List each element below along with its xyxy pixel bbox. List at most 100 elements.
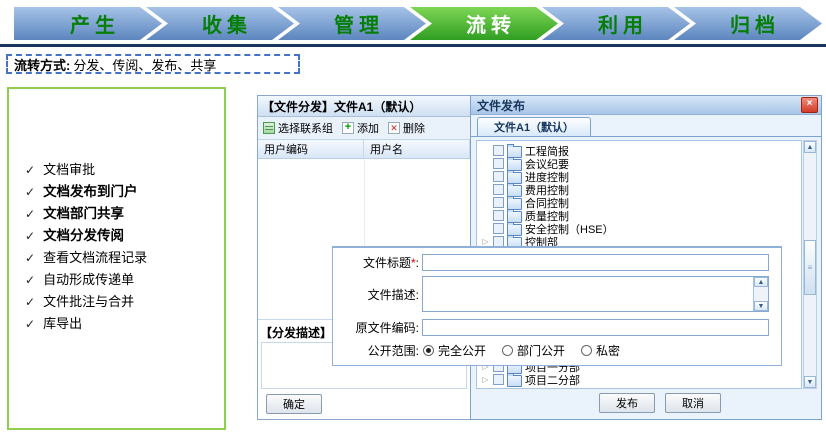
feature-text: 文档部门共享 bbox=[43, 206, 125, 221]
radio-selected-icon[interactable] bbox=[423, 345, 434, 356]
expand-icon[interactable]: ▷ bbox=[482, 237, 489, 246]
publish-button[interactable]: 发布 bbox=[599, 393, 655, 413]
flow-underline bbox=[0, 44, 826, 47]
close-icon[interactable]: × bbox=[801, 97, 818, 113]
checkbox[interactable] bbox=[493, 184, 504, 195]
feature-panel: ✓文档审批✓文档发布到门户✓文档部门共享✓文档分发传阅✓查看文档流程记录✓自动形… bbox=[7, 87, 226, 430]
select-contact-group-button[interactable]: 选择联系组 bbox=[261, 119, 335, 137]
distribute-toolbar: 选择联系组 添加 删除 bbox=[258, 117, 470, 140]
checkbox[interactable] bbox=[493, 223, 504, 234]
folder-icon bbox=[507, 143, 522, 158]
file-description-wrap: ▲ ▼ bbox=[422, 276, 769, 312]
checkbox[interactable] bbox=[493, 145, 504, 156]
checkbox[interactable] bbox=[493, 210, 504, 221]
tree-item-label: 项目二分部 bbox=[525, 374, 580, 387]
original-code-label: 原文件编码: bbox=[355, 321, 419, 335]
scope-option[interactable]: 部门公开 bbox=[502, 342, 565, 359]
check-icon: ✓ bbox=[25, 207, 36, 221]
process-stage-5: 利用 bbox=[542, 7, 690, 40]
feature-item: ✓查看文档流程记录 bbox=[25, 247, 220, 269]
check-icon: ✓ bbox=[25, 163, 36, 177]
scroll-down-icon[interactable]: ▼ bbox=[754, 301, 768, 311]
original-code-row: 原文件编码: bbox=[333, 319, 769, 336]
file-title-input[interactable] bbox=[422, 254, 769, 271]
confirm-button[interactable]: 确定 bbox=[266, 394, 322, 414]
scope-option-label: 部门公开 bbox=[517, 344, 566, 358]
check-icon: ✓ bbox=[25, 273, 36, 287]
tree-scrollbar[interactable]: ▲ ≡ ▼ bbox=[803, 140, 817, 389]
tree-item[interactable]: 质量控制 bbox=[477, 208, 801, 223]
folder-icon bbox=[507, 372, 522, 387]
tree-item-label: 进度控制 bbox=[525, 171, 569, 184]
column-user-name: 用户名 bbox=[364, 140, 470, 158]
tree-item[interactable]: 会议纪要 bbox=[477, 156, 801, 171]
delete-button[interactable]: 删除 bbox=[386, 119, 427, 137]
file-description-input[interactable] bbox=[423, 277, 753, 311]
scope-option-label: 私密 bbox=[596, 344, 621, 358]
tree-item-label: 会议纪要 bbox=[525, 158, 569, 171]
tree-item-label: 工程简报 bbox=[525, 145, 569, 158]
toolbar-button-label: 删除 bbox=[403, 123, 425, 135]
feature-item: ✓ 自动形成传递单 bbox=[25, 269, 220, 291]
feature-text: 自动形成传递单 bbox=[43, 272, 135, 287]
expand-icon[interactable]: ▷ bbox=[482, 375, 489, 384]
feature-item: ✓ 文档发布到门户 bbox=[25, 181, 220, 203]
cancel-button[interactable]: 取消 bbox=[665, 393, 721, 413]
feature-item: ✓文件批注与合并 bbox=[25, 291, 220, 313]
tree-item[interactable]: ▷控制部 bbox=[477, 234, 801, 249]
feature-text: 查看文档流程记录 bbox=[43, 250, 148, 265]
tree-item[interactable]: 合同控制 bbox=[477, 195, 801, 210]
checkbox[interactable] bbox=[493, 374, 504, 385]
original-code-input[interactable] bbox=[422, 319, 769, 336]
scroll-down-icon[interactable]: ▼ bbox=[804, 376, 816, 388]
file-title-row: 文件标题*: bbox=[333, 254, 769, 271]
toolbar-button-label: 选择联系组 bbox=[278, 123, 333, 135]
tab-file-a1[interactable]: 文件A1（默认） bbox=[477, 117, 592, 136]
tree-item-label: 费用控制 bbox=[525, 184, 569, 197]
scope-option[interactable]: 完全公开 bbox=[423, 342, 486, 359]
radio-icon[interactable] bbox=[581, 345, 593, 356]
add-button[interactable]: 添加 bbox=[340, 119, 381, 137]
tree-item[interactable]: 安全控制（HSE） bbox=[477, 221, 801, 236]
folder-tree-top: 工程简报会议纪要进度控制费用控制合同控制质量控制安全控制（HSE）▷控制部▷设计… bbox=[477, 143, 801, 262]
toolbar-button-label: 添加 bbox=[357, 123, 379, 135]
process-stage-2: 收集 bbox=[146, 7, 294, 40]
process-stage-3: 管理 bbox=[278, 7, 426, 40]
scroll-up-icon[interactable]: ▲ bbox=[754, 277, 768, 287]
checkbox[interactable] bbox=[493, 158, 504, 169]
feature-text: 文档审批 bbox=[43, 162, 96, 177]
feature-list: ✓文档审批✓文档发布到门户✓文档部门共享✓文档分发传阅✓查看文档流程记录✓自动形… bbox=[25, 159, 220, 335]
folder-icon bbox=[507, 156, 522, 171]
tree-item-label: 质量控制 bbox=[525, 210, 569, 223]
tree-item[interactable]: 工程简报 bbox=[477, 143, 801, 158]
feature-text: 文件批注与合并 bbox=[43, 294, 135, 309]
radio-icon[interactable] bbox=[502, 345, 514, 356]
check-icon: ✓ bbox=[25, 185, 36, 199]
tree-item[interactable]: ▷ 项目二分部 bbox=[477, 372, 801, 387]
feature-text: 文档发布到门户 bbox=[43, 184, 138, 199]
process-stage-4: 流转 bbox=[410, 7, 558, 40]
feature-text: 库导出 bbox=[43, 316, 83, 331]
contact-group-icon bbox=[263, 122, 275, 134]
tree-item[interactable]: 费用控制 bbox=[477, 182, 801, 197]
tree-item[interactable]: 进度控制 bbox=[477, 169, 801, 184]
scrollbar-thumb[interactable]: ≡ bbox=[804, 239, 816, 295]
distribute-window-title: 【文件分发】文件A1（默认） bbox=[258, 96, 470, 117]
process-stage-1: 产生 bbox=[14, 7, 162, 40]
expand-icon[interactable]: ▷ bbox=[482, 362, 489, 371]
tree-item-label: 合同控制 bbox=[525, 197, 569, 210]
scope-label: 公开范围: bbox=[367, 344, 419, 358]
description-scrollbar: ▲ ▼ bbox=[753, 277, 768, 311]
feature-item: ✓ 文档审批 bbox=[25, 159, 220, 181]
scroll-up-icon[interactable]: ▲ bbox=[804, 141, 816, 153]
scope-options: 完全公开 部门公开 私密 bbox=[423, 342, 620, 359]
folder-icon bbox=[507, 182, 522, 197]
checkbox[interactable] bbox=[493, 197, 504, 208]
folder-icon bbox=[507, 208, 522, 223]
checkbox[interactable] bbox=[493, 171, 504, 182]
feature-item: ✓库导出 bbox=[25, 313, 220, 335]
folder-icon bbox=[507, 195, 522, 210]
user-table-header: 用户编码 用户名 bbox=[258, 140, 470, 159]
publish-window-titlebar: 文件发布 × bbox=[471, 96, 821, 115]
scope-option[interactable]: 私密 bbox=[581, 342, 620, 359]
